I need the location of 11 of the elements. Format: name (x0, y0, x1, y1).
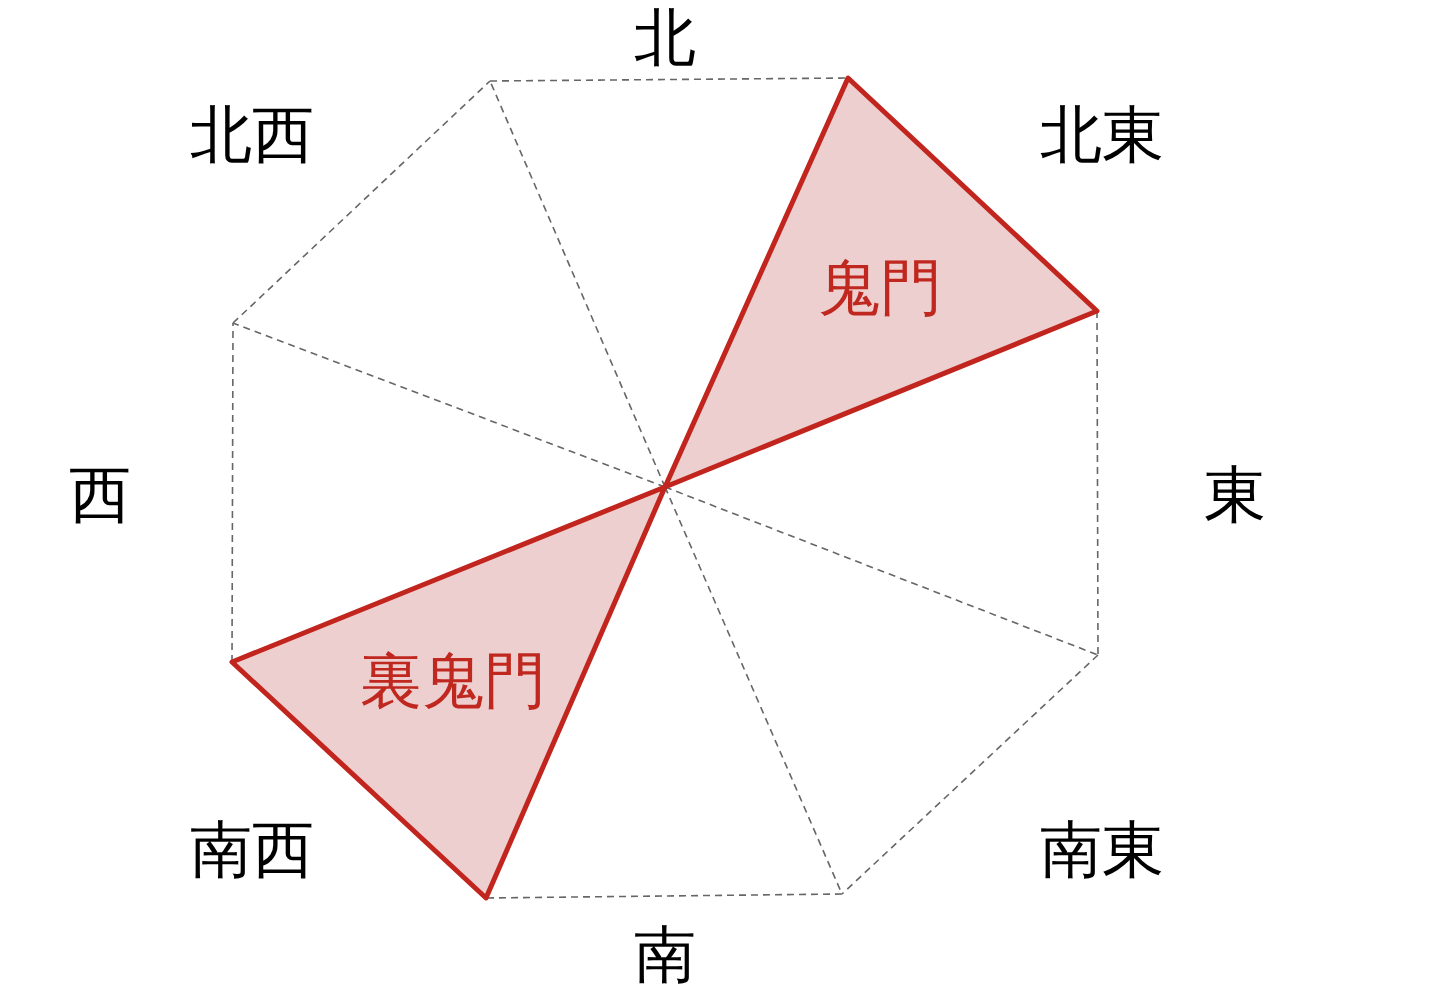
direction-label: 東 (1204, 464, 1266, 526)
highlighted-sector (662, 75, 1100, 490)
sector-label: 鬼門 (818, 257, 942, 319)
direction-label: 北西 (190, 104, 314, 166)
direction-label: 南 (634, 924, 696, 986)
direction-label: 北東 (1040, 104, 1164, 166)
direction-label: 南西 (190, 819, 314, 881)
sector-label: 裏鬼門 (360, 650, 546, 712)
direction-label: 北 (634, 7, 696, 69)
direction-label: 南東 (1040, 819, 1164, 881)
direction-label: 西 (69, 464, 131, 526)
